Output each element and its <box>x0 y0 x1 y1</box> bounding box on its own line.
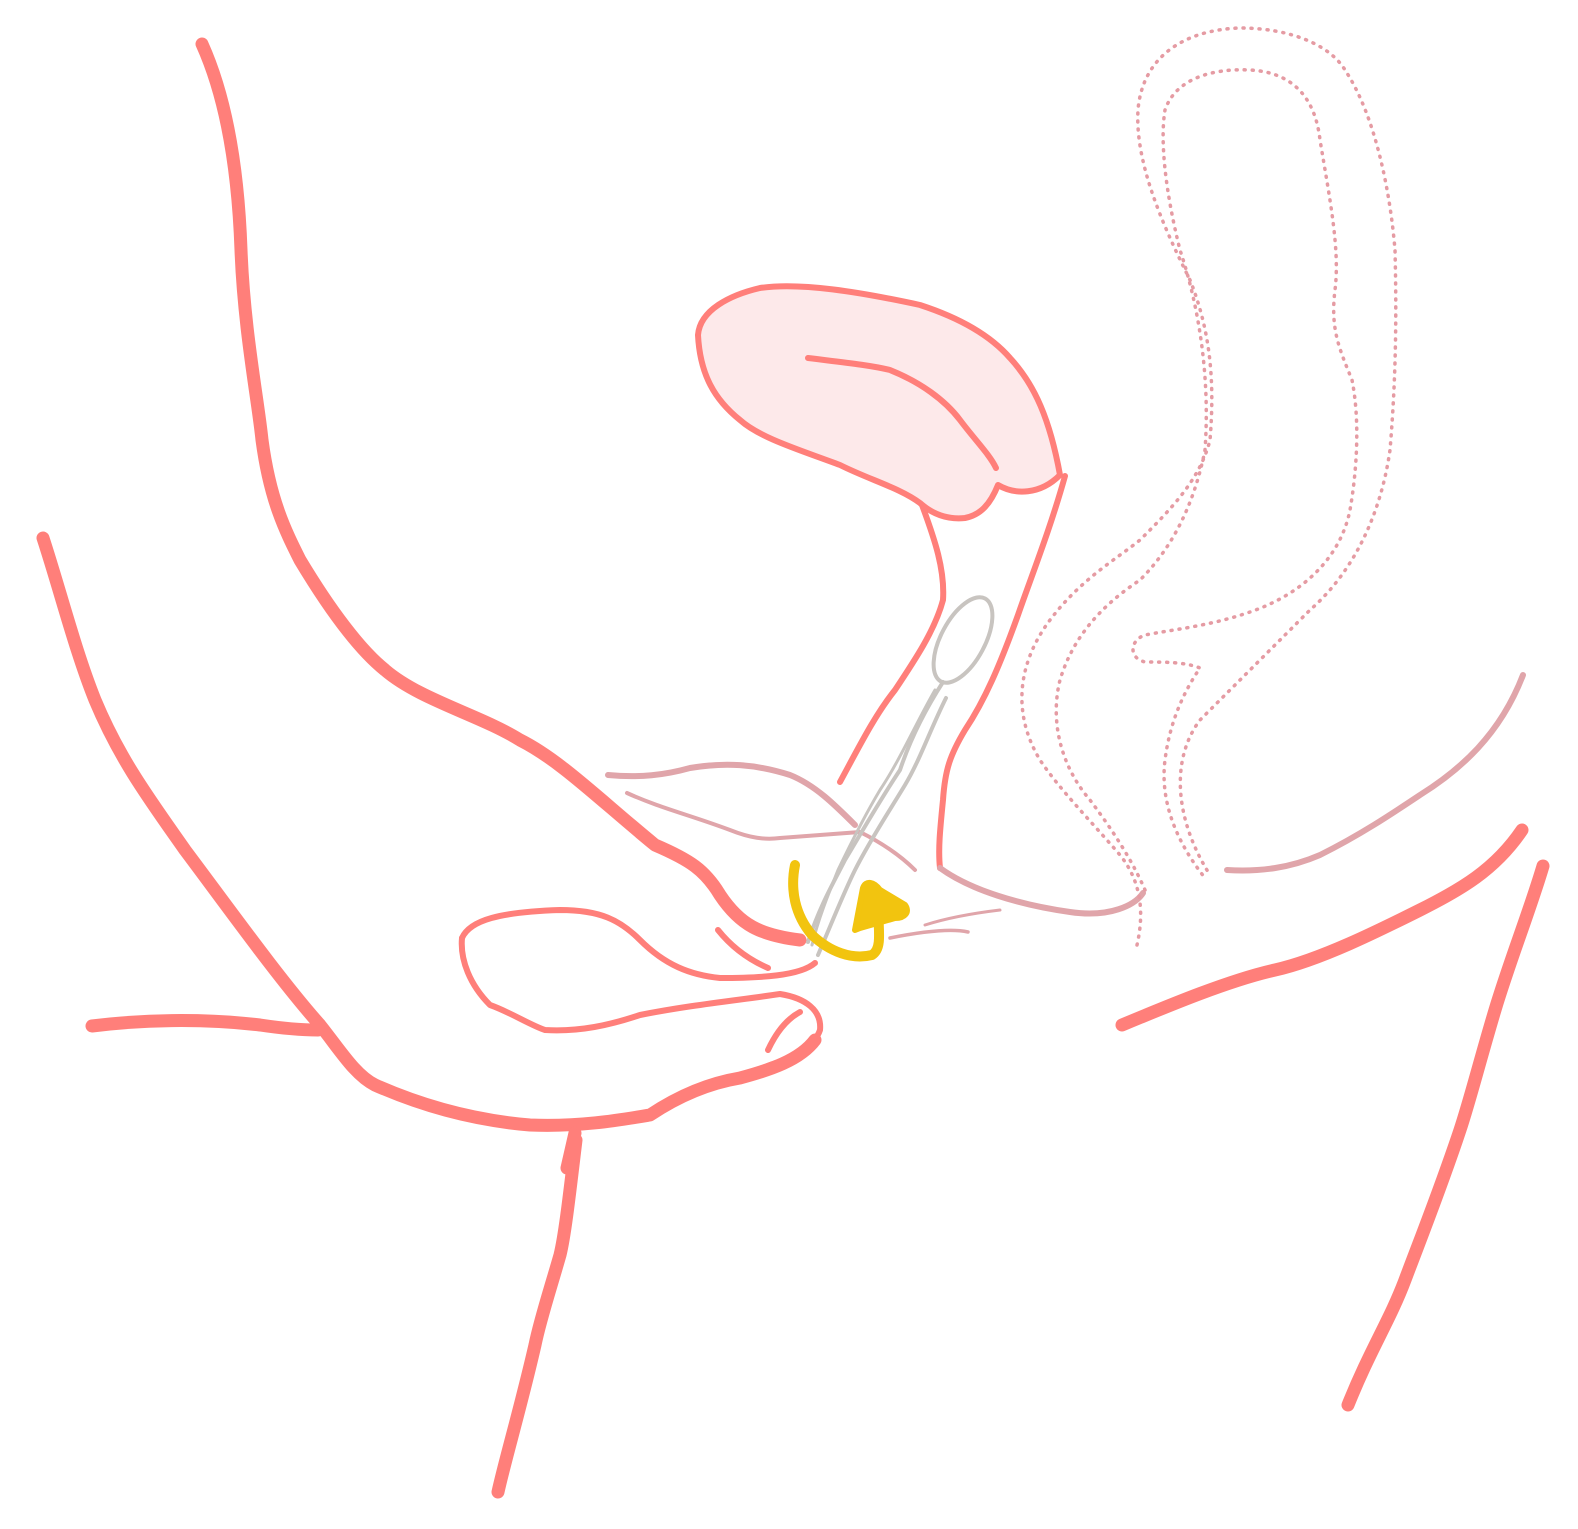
gluteal-inner <box>1224 672 1526 874</box>
arrow-head <box>852 880 910 933</box>
thigh-underside-outline <box>85 1014 325 1037</box>
finger-loop <box>458 935 824 1086</box>
rectum <box>1020 26 1398 947</box>
right-leg-outline <box>1341 859 1550 1412</box>
tampon-applicator-icon <box>806 595 995 957</box>
thumb-loop <box>459 907 818 981</box>
fingertip <box>765 1009 803 1053</box>
internal-tissue <box>605 672 1526 940</box>
hand-outline <box>458 907 824 1086</box>
perineum <box>937 865 1146 917</box>
canal-front-wall <box>837 502 947 785</box>
labia-lower <box>625 791 917 872</box>
front-thigh-outline <box>36 531 822 1132</box>
vaginal-canal <box>837 473 1068 871</box>
rectum-outer <box>1020 26 1398 947</box>
curved-up-arrow-icon <box>788 860 910 962</box>
torso-outline <box>195 37 807 947</box>
uterus <box>695 283 1063 522</box>
lower-leg-outline <box>491 1126 583 1499</box>
arrow-curve <box>788 860 885 962</box>
applicator-line-3 <box>810 688 937 947</box>
buttock-outline <box>1115 823 1529 1032</box>
applicator-line-2 <box>816 696 948 957</box>
vulva-lip-2 <box>923 908 1002 927</box>
canal-back-wall <box>936 473 1068 871</box>
uterus-cavity <box>805 355 999 471</box>
rectum-inner <box>1054 68 1359 892</box>
tampon-tip <box>931 595 995 685</box>
thumb-nail <box>715 927 771 971</box>
body-outline <box>36 37 1550 1499</box>
vulva-lip <box>888 928 970 940</box>
uterus-outline <box>695 283 1063 522</box>
uterus-fill <box>698 286 1060 519</box>
labia-upper <box>605 761 858 828</box>
